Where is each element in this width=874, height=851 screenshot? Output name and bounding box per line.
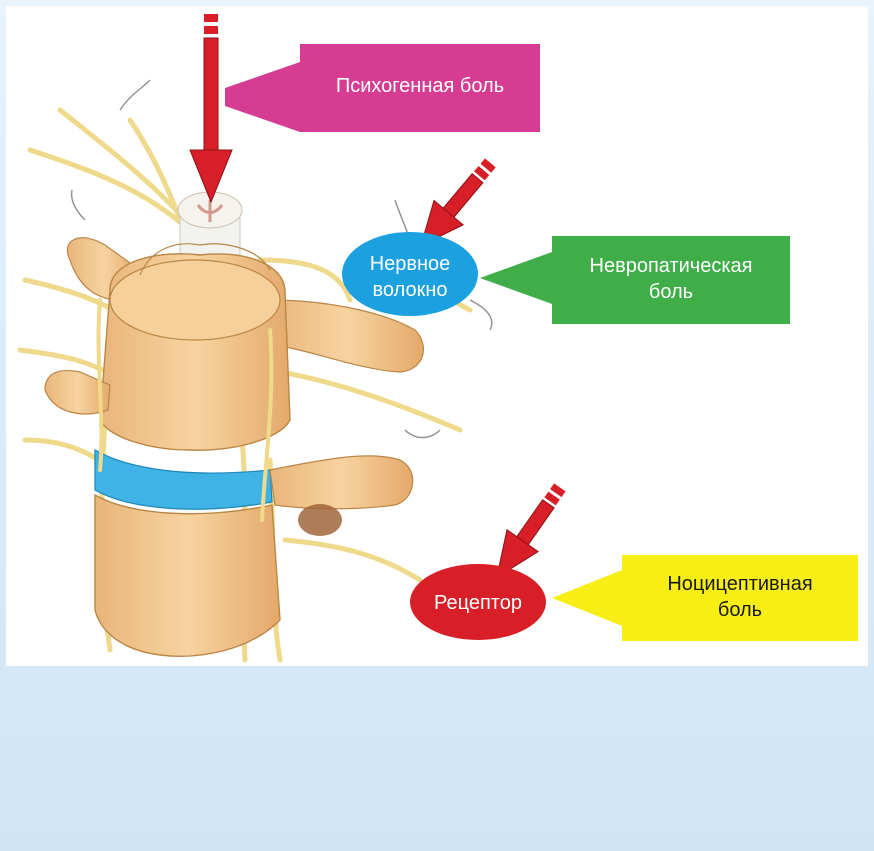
neuropathic-label-line2: боль (649, 281, 693, 303)
receptor-label: Рецептор (434, 592, 522, 614)
anterior-nerve-1 (99, 300, 102, 470)
neuropathic-label-line1: Невропатическая (590, 255, 753, 277)
lower-transverse-process (270, 456, 413, 509)
nerve-fiber-label-line2: волокно (372, 279, 447, 301)
receptor-ellipse: Рецептор (410, 564, 546, 640)
nociceptive-label-line1: Ноцицептивная (667, 573, 812, 595)
psychogenic-label-box: Психогенная боль (225, 44, 540, 132)
psychogenic-label: Психогенная боль (336, 75, 504, 97)
upper-body-top (110, 260, 280, 340)
spine-illustration (20, 80, 492, 660)
nerve-fiber-ellipse: Нервное волокно (342, 232, 478, 316)
neuropathic-label-box: Невропатическая боль (480, 236, 790, 324)
psychogenic-arrow (190, 14, 232, 202)
nociceptive-label-line2: боль (718, 599, 762, 621)
nociceptive-label-box: Ноцицептивная боль (552, 555, 858, 641)
foramen-shadow (298, 504, 342, 536)
nerve-fiber-label-line1: Нервное (370, 253, 451, 275)
lower-vertebral-body (95, 495, 280, 656)
